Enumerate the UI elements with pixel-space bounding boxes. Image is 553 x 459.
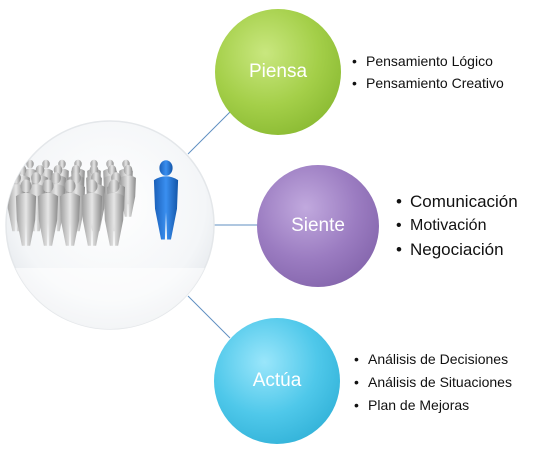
siente-bullet-list: Comunicación Motivación Negociación bbox=[396, 190, 518, 262]
bullet-item: Comunicación bbox=[396, 190, 518, 214]
piensa-bullet-list: Pensamiento Lógico Pensamiento Creativo bbox=[352, 50, 504, 94]
node-actua-circle bbox=[214, 318, 340, 444]
connector-actua bbox=[187, 295, 231, 339]
bullet-item: Plan de Mejoras bbox=[354, 394, 512, 417]
actua-bullet-list: Análisis de Decisiones Análisis de Situa… bbox=[354, 348, 512, 417]
blue-leader-figure bbox=[153, 160, 179, 240]
node-siente-label: Siente bbox=[291, 215, 345, 236]
grey-figure bbox=[103, 179, 125, 246]
bullet-item: Pensamiento Lógico bbox=[352, 50, 504, 72]
bullet-item: Análisis de Decisiones bbox=[354, 348, 512, 371]
connector-piensa bbox=[187, 111, 231, 155]
center-image bbox=[5, 120, 215, 330]
bullet-item: Negociación bbox=[396, 238, 518, 262]
node-piensa-circle bbox=[215, 9, 341, 135]
grey-figure bbox=[81, 179, 103, 246]
grey-figure bbox=[37, 179, 59, 246]
bullet-item: Motivación bbox=[396, 214, 518, 238]
node-actua-label: Actúa bbox=[252, 370, 302, 391]
node-siente-circle bbox=[257, 165, 379, 287]
grey-figure bbox=[15, 179, 37, 246]
bullet-item: Pensamiento Creativo bbox=[352, 72, 504, 94]
grey-figure bbox=[59, 179, 81, 246]
bullet-item: Análisis de Situaciones bbox=[354, 371, 512, 394]
node-piensa-label: Piensa bbox=[248, 61, 308, 82]
